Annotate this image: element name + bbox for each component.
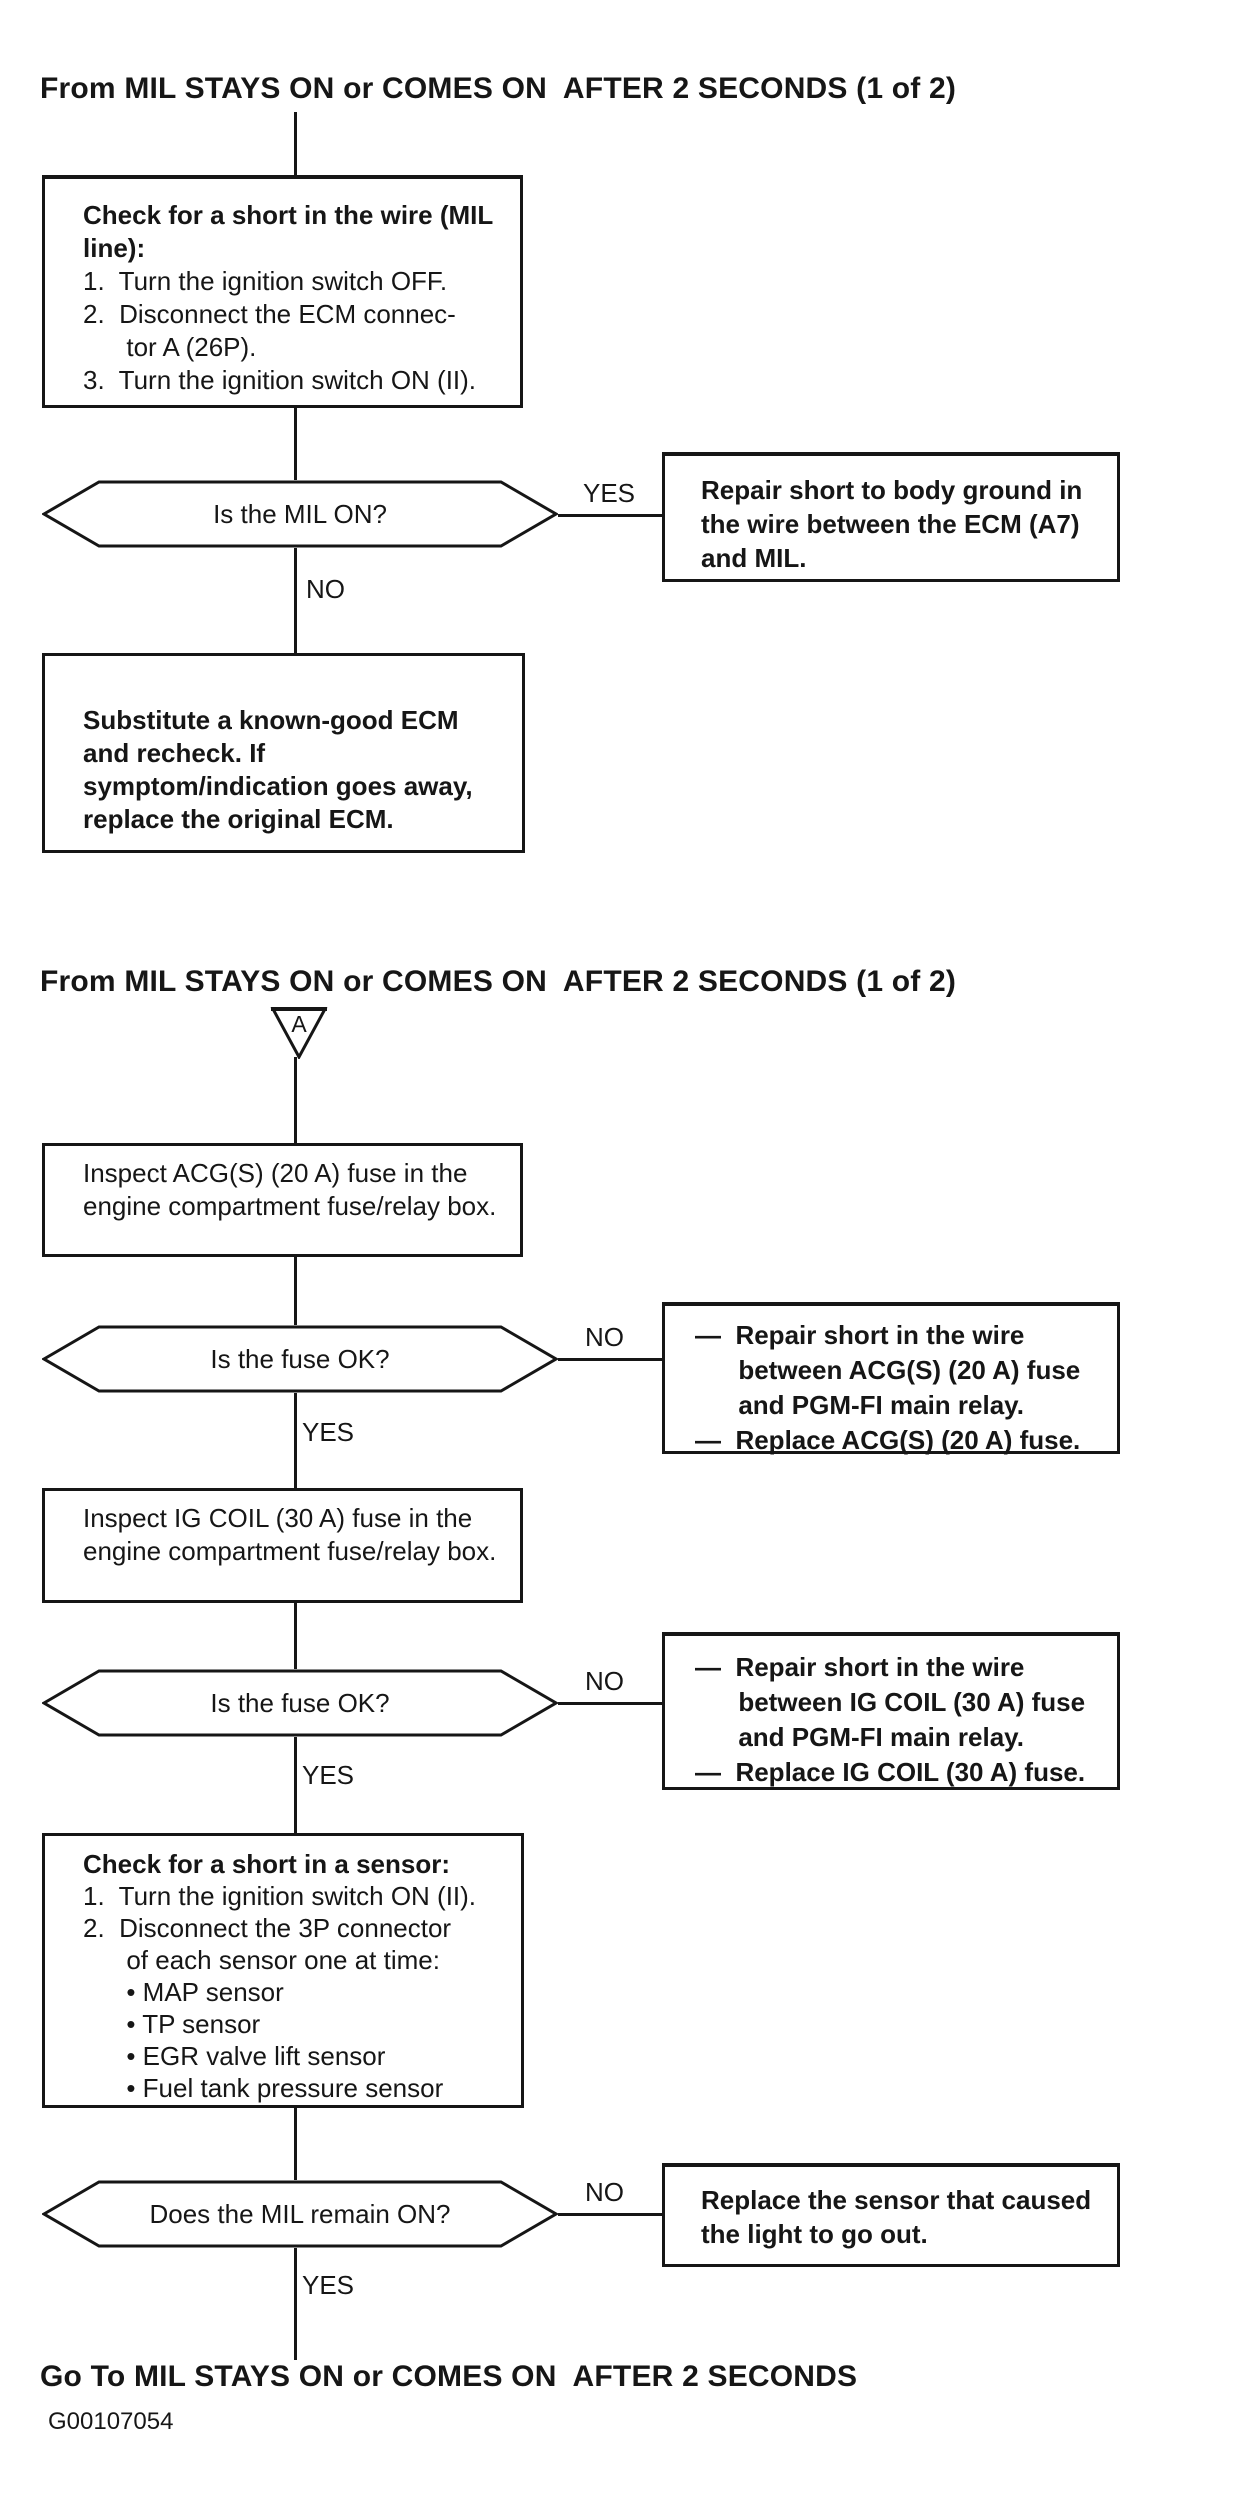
connector-line [294, 1603, 297, 1669]
hexagon-shape [42, 1325, 558, 1393]
figure-id: G00107054 [48, 2408, 174, 2435]
connector-line [294, 408, 297, 480]
process-box-steps: 1. Turn the ignition switch OFF. 2. Disc… [83, 266, 477, 395]
connector-line [558, 1358, 662, 1361]
hexagon-shape [42, 480, 558, 548]
yes-branch-label: YES [302, 1760, 355, 1790]
replace-sensor-box: Replace the sensor that caused the light… [662, 2163, 1120, 2267]
section2-title: From MIL STAYS ON or COMES ON AFTER 2 SE… [40, 965, 957, 998]
connector-line [294, 1737, 297, 1833]
inspect-acg-fuse-box: Inspect ACG(S) (20 A) fuse in the engine… [42, 1143, 523, 1257]
section1-title: From MIL STAYS ON or COMES ON AFTER 2 SE… [40, 72, 957, 105]
hexagon-shape [42, 2180, 558, 2248]
connector-line [558, 514, 662, 517]
substitute-ecm-box: Substitute a known-good ECM and recheck.… [42, 653, 525, 853]
triangle-shape [270, 1007, 328, 1061]
connector-a-triangle: A [270, 1007, 328, 1061]
repair-acg-fuse-box: — Repair short in the wire between ACG(S… [662, 1302, 1120, 1455]
connector-a-label: A [291, 1011, 307, 1037]
process-box-steps: 1. Turn the ignition switch ON (II). 2. … [83, 1881, 477, 2103]
yes-branch-label: YES [302, 2270, 355, 2300]
connector-line [294, 1057, 297, 1143]
decision-question: Is the MIL ON? [213, 498, 387, 529]
decision-question: Does the MIL remain ON? [149, 2198, 451, 2229]
decision-fuse-ok-2: Is the fuse OK? [42, 1669, 558, 1737]
connector-line [294, 1257, 297, 1325]
decision-question: Is the fuse OK? [210, 1687, 390, 1718]
connector-line [294, 112, 297, 175]
connector-line [558, 2213, 662, 2216]
decision-fuse-ok-1: Is the fuse OK? [42, 1325, 558, 1393]
inspect-ig-coil-fuse-box: Inspect IG COIL (30 A) fuse in the engin… [42, 1488, 523, 1603]
connector-line [294, 1393, 297, 1488]
check-sensor-short-box: Check for a short in a sensor: 1. Turn t… [42, 1833, 524, 2108]
process-box-check-mil-wire: Check for a short in the wire (MIL line)… [42, 175, 523, 408]
goto-footer: Go To MIL STAYS ON or COMES ON AFTER 2 S… [40, 2360, 858, 2393]
decision-question: Is the fuse OK? [210, 1343, 390, 1374]
connector-line [294, 2108, 297, 2180]
no-branch-label: NO [585, 1322, 624, 1352]
process-box-header: Check for a short in the wire (MIL line)… [83, 200, 494, 263]
decision-mil-remain-on: Does the MIL remain ON? [42, 2180, 558, 2248]
decision-is-mil-on: Is the MIL ON? [42, 480, 558, 548]
repair-short-to-ground-box: Repair short to body ground in the wire … [662, 452, 1120, 582]
repair-ig-coil-fuse-box: — Repair short in the wire between IG CO… [662, 1632, 1120, 1790]
connector-line [294, 548, 297, 653]
hexagon-shape [42, 1669, 558, 1737]
yes-branch-label: YES [302, 1417, 355, 1447]
no-branch-label: NO [306, 574, 345, 604]
yes-branch-label: YES [583, 478, 636, 508]
process-box-header: Check for a short in a sensor: [83, 1849, 450, 1879]
no-branch-label: NO [585, 2177, 624, 2207]
no-branch-label: NO [585, 1666, 624, 1696]
connector-line [294, 2248, 297, 2360]
connector-line [558, 1702, 662, 1705]
